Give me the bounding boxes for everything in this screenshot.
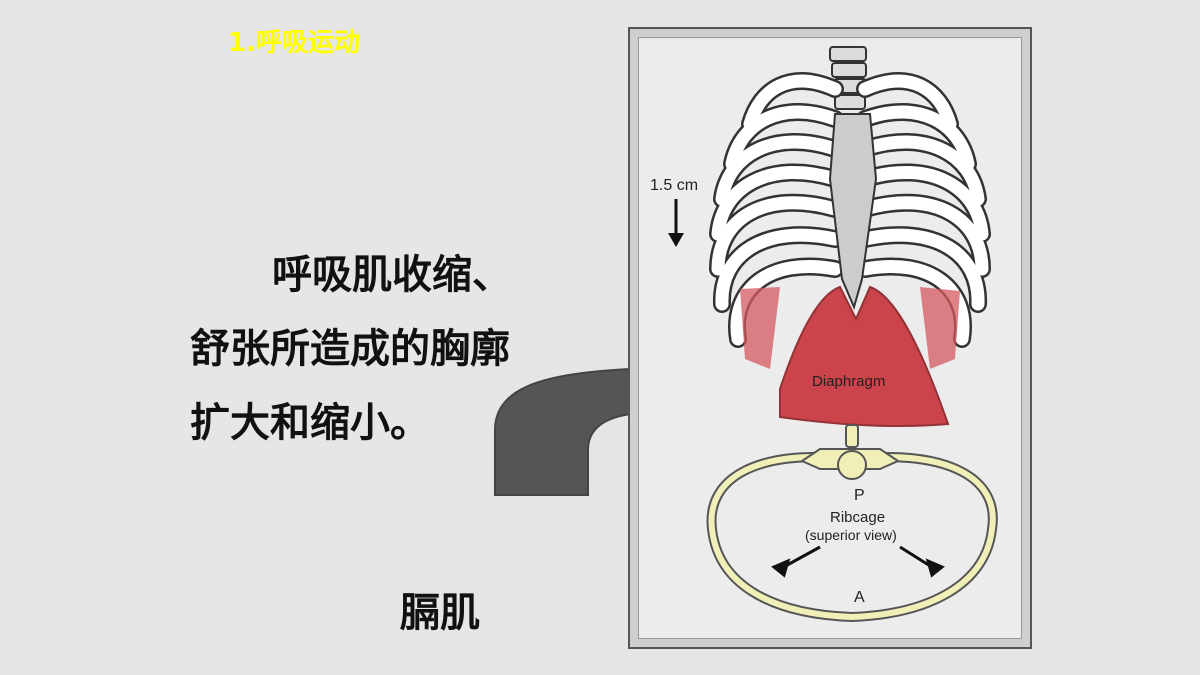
description-line-2: 舒张所造成的胸廓 [190, 326, 510, 372]
diaphragm-label: Diaphragm [812, 373, 886, 390]
sternum-icon [828, 113, 878, 310]
diaphragm-cn-label: 膈肌 [400, 590, 480, 636]
description-line-1: 呼吸肌收缩、 [272, 252, 512, 298]
ribcage-figure: 1.5 cm Diaphragm P Ribcage (superior vie… [628, 27, 1032, 649]
vertebra-icon [799, 424, 901, 480]
superior-view-label: (superior view) [805, 527, 897, 543]
ribcage-label: Ribcage [830, 509, 886, 526]
slide-heading: 1.呼吸运动 [228, 28, 360, 58]
expansion-arrows-icon [771, 545, 945, 578]
posterior-label: P [854, 487, 865, 504]
measure-label: 1.5 cm [650, 177, 699, 194]
spine-icon [829, 46, 867, 110]
intercostal-muscle-icon [740, 287, 960, 369]
anterior-label: A [854, 589, 865, 606]
description-text: 呼吸肌收缩、 舒张所造成的胸廓 扩大和缩小。 [190, 238, 620, 460]
down-arrow-icon [668, 199, 684, 247]
ribcage-illustration [668, 46, 998, 623]
description-line-3: 扩大和缩小。 [190, 400, 430, 446]
